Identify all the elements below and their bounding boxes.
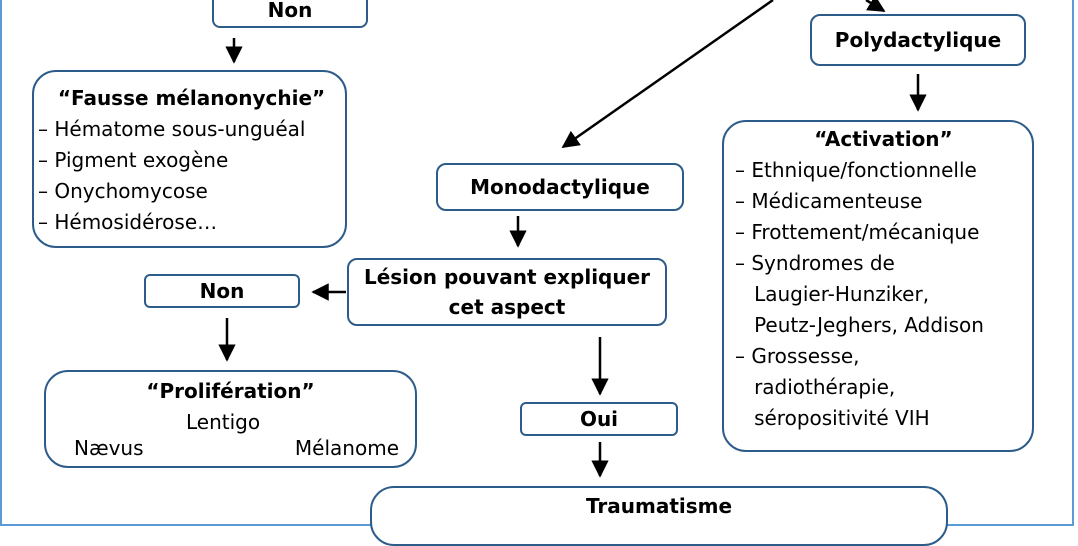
node-traumatisme: Traumatisme xyxy=(370,486,948,546)
activation-item: – Médicamenteuse xyxy=(735,189,923,213)
activation-item: – Syndromes de xyxy=(735,251,895,275)
node-oui: Oui xyxy=(520,402,678,436)
arrow-to-polydactylique xyxy=(865,0,886,13)
activation-item: – Grossesse, xyxy=(735,344,860,368)
fausse-item: – Onychomycose xyxy=(38,179,208,203)
activation-item: – Ethnique/fonctionnelle xyxy=(735,158,977,182)
node-traumatisme-label: Traumatisme xyxy=(585,494,733,518)
node-lesion-line1: Lésion pouvant expliquer xyxy=(363,265,651,289)
proliferation-title: “Prolifération” xyxy=(146,379,315,403)
node-lesion: Lésion pouvant expliquer cet aspect xyxy=(347,258,667,326)
activation-item: Laugier-Hunziker, xyxy=(735,282,930,306)
fausse-title: “Fausse mélanonychie” xyxy=(57,86,326,110)
proliferation-melanome: Mélanome xyxy=(294,436,399,460)
node-oui-label: Oui xyxy=(579,407,619,431)
node-proliferation: “Prolifération” Lentigo Nævus Mélanome xyxy=(44,370,417,468)
node-monodactylique: Monodactylique xyxy=(436,163,684,211)
node-non-top: Non xyxy=(212,0,368,28)
node-polydactylique: Polydactylique xyxy=(810,14,1026,66)
node-monodactylique-label: Monodactylique xyxy=(470,175,650,199)
node-non-mid: Non xyxy=(144,274,300,308)
fausse-item: – Hémosidérose… xyxy=(38,210,218,234)
proliferation-naevus: Nævus xyxy=(74,436,144,460)
node-activation: “Activation” – Ethnique/fonctionnelle – … xyxy=(722,120,1034,452)
activation-title: “Activation” xyxy=(814,127,953,151)
node-non-mid-label: Non xyxy=(199,279,245,303)
activation-item: Peutz-Jeghers, Addison xyxy=(735,313,984,337)
node-polydactylique-label: Polydactylique xyxy=(834,28,1002,52)
node-non-top-label: Non xyxy=(267,0,313,22)
fausse-list: – Hématome sous-unguéal – Pigment exogèn… xyxy=(38,114,345,238)
node-fausse-melanonychie: “Fausse mélanonychie” – Hématome sous-un… xyxy=(32,70,347,248)
activation-item: radiothérapie, xyxy=(735,375,896,399)
activation-list: – Ethnique/fonctionnelle – Médicamenteus… xyxy=(735,155,1032,434)
activation-item: séropositivité VIH xyxy=(735,406,930,430)
arrows-layer xyxy=(218,0,927,478)
fausse-item: – Hématome sous-unguéal xyxy=(38,117,306,141)
arrow-to-monodactylique xyxy=(561,0,774,149)
activation-item: – Frottement/mécanique xyxy=(735,220,980,244)
proliferation-lentigo: Lentigo xyxy=(186,410,261,434)
fausse-item: – Pigment exogène xyxy=(38,148,229,172)
node-lesion-line2: cet aspect xyxy=(448,295,566,319)
